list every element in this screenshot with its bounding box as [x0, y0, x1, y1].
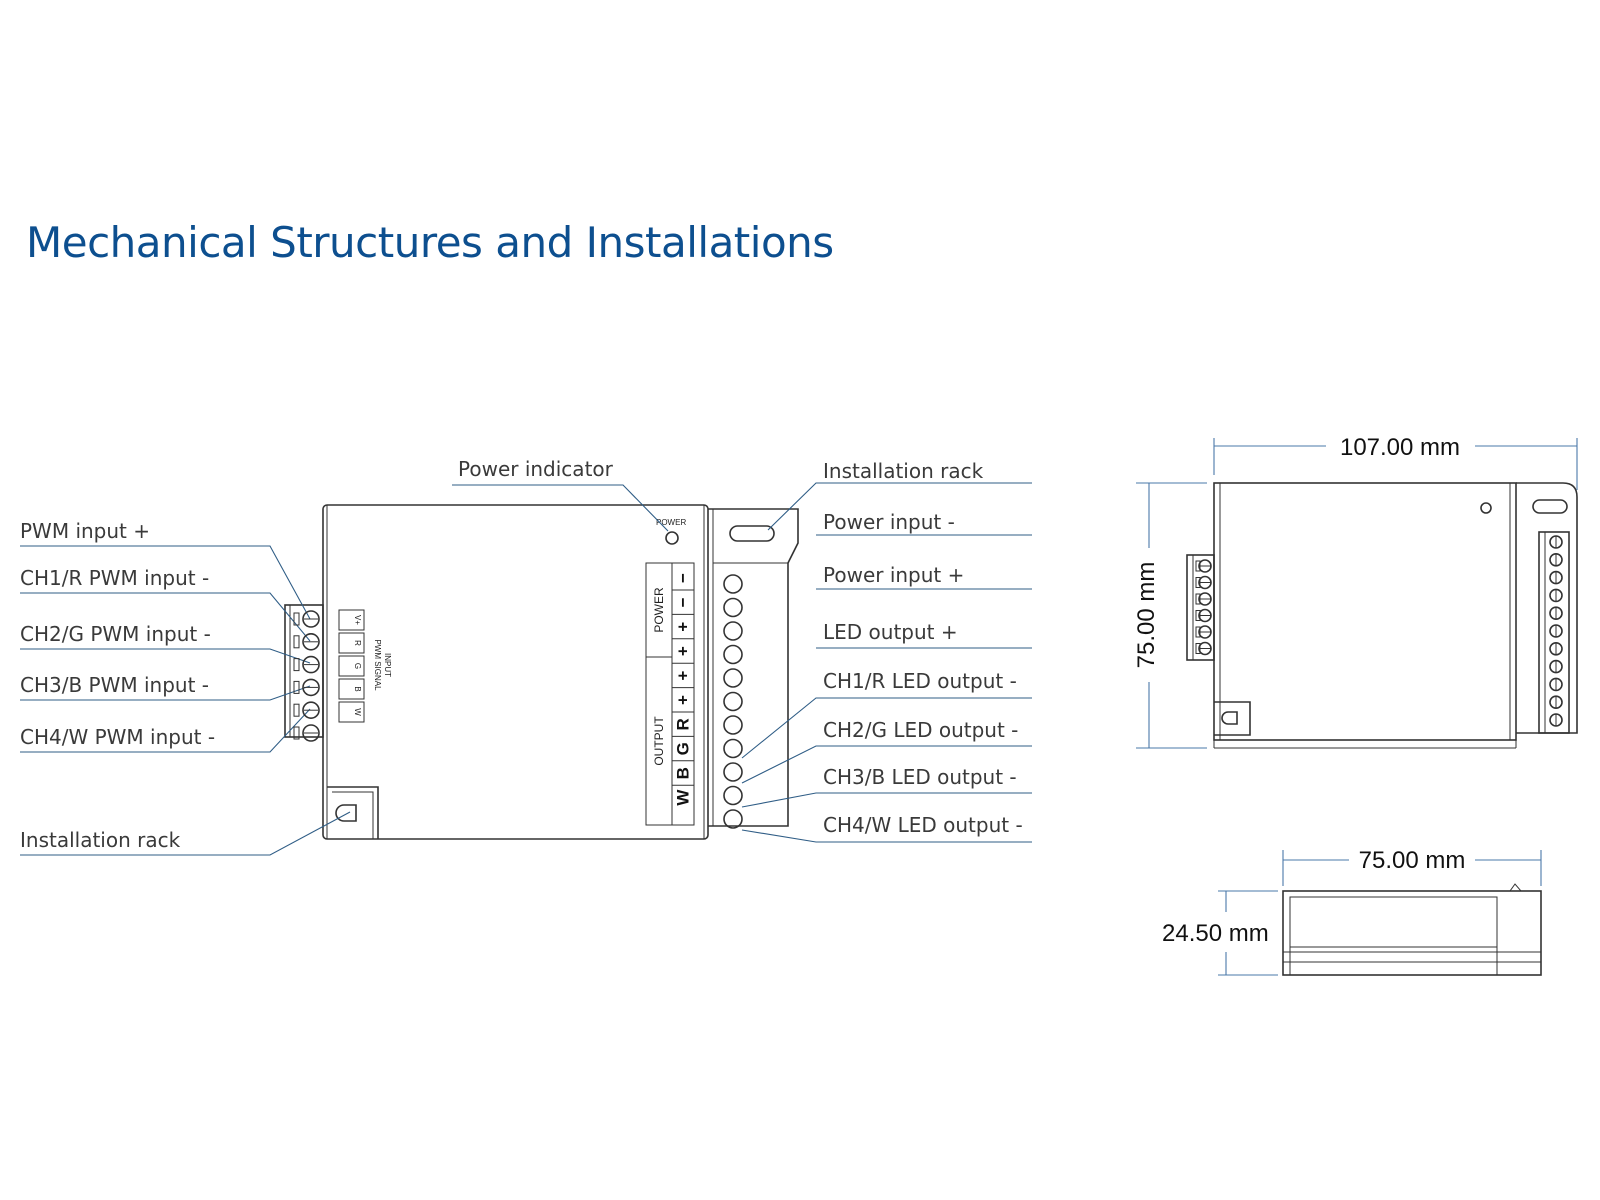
- leader-lines: [20, 482, 1032, 856]
- input-marking: INPUT: [383, 653, 392, 677]
- dimension-depth: 75.00 mm: [1359, 847, 1466, 874]
- input-pin-b: B: [353, 686, 362, 691]
- output-pin-marking: W: [674, 789, 693, 806]
- page-title: Mechanical Structures and Installations: [26, 218, 834, 267]
- output-terminal-screw-icon: [723, 691, 743, 712]
- input-pin-labels: V+ R G B W INPUT PWM SIGNAL: [338, 609, 392, 723]
- output-terminal-screw-icon: [723, 762, 743, 782]
- terminal-screw-icon: [302, 632, 320, 651]
- output-terminal-block: [708, 508, 799, 827]
- label-installation-rack-bottom: Installation rack: [20, 828, 181, 852]
- output-terminal-screw-icon: [723, 597, 743, 618]
- output-pin-marking: B: [674, 767, 693, 779]
- input-terminal-slot: [293, 703, 300, 717]
- label-ch1-led-output-minus: CH1/R LED output -: [823, 669, 1017, 693]
- label-power-input-plus: Power input +: [823, 563, 964, 587]
- terminal-screw-icon: [302, 701, 320, 720]
- output-terminal-screw-icon: [723, 785, 743, 806]
- output-pin-marking: G: [674, 742, 693, 755]
- label-ch4-led-output-minus: CH4/W LED output -: [823, 813, 1023, 837]
- output-pin-marking: −: [674, 573, 693, 583]
- power-led-icon: [665, 531, 679, 545]
- label-installation-rack-top: Installation rack: [823, 459, 984, 483]
- dimension-lines: [1136, 438, 1578, 976]
- terminal-screw-icon: [302, 610, 320, 628]
- output-terminal-screw-icon: [723, 738, 743, 759]
- output-terminal-screw-icon: [723, 809, 743, 829]
- label-ch2-pwm-input-minus: CH2/G PWM input -: [20, 622, 211, 646]
- output-pin-marking: R: [674, 718, 693, 730]
- profile-view-device: [1282, 883, 1542, 976]
- output-terminal-screw-icon: [723, 668, 743, 688]
- output-terminal-screw-icon: [723, 574, 743, 594]
- label-ch3-pwm-input-minus: CH3/B PWM input -: [20, 673, 209, 697]
- dimension-thickness: 24.50 mm: [1162, 920, 1269, 947]
- pwm-signal-marking: PWM SIGNAL: [373, 639, 382, 691]
- label-led-output-plus: LED output +: [823, 620, 958, 644]
- installation-rack-slot-top: [729, 525, 775, 542]
- input-pin-w: W: [353, 708, 362, 716]
- output-pin-marking: +: [674, 695, 693, 705]
- output-pin-marking: −: [674, 597, 693, 607]
- side-view-device: [1186, 482, 1578, 749]
- label-power-indicator: Power indicator: [458, 457, 614, 481]
- output-terminal-screw-icon: [723, 621, 743, 641]
- input-pin-r: R: [353, 640, 362, 646]
- output-pin-marking: +: [674, 671, 693, 681]
- input-terminal-slot: [293, 680, 300, 694]
- label-ch1-pwm-input-minus: CH1/R PWM input -: [20, 566, 209, 590]
- power-section-marking: POWER: [652, 587, 666, 633]
- label-power-input-minus: Power input -: [823, 510, 955, 534]
- input-terminal-slot: [293, 726, 300, 740]
- main-device: POWER V+ R G B W INPUT PWM SIGNAL POWER: [284, 504, 799, 840]
- label-pwm-input-plus: PWM input +: [20, 519, 150, 543]
- input-pin-v-plus: V+: [353, 615, 362, 625]
- terminal-screw-icon: [302, 724, 320, 742]
- input-terminal-slot: [293, 658, 300, 672]
- label-ch3-led-output-minus: CH3/B LED output -: [823, 765, 1017, 789]
- dimension-height: 75.00 mm: [1133, 562, 1160, 669]
- label-ch4-pwm-input-minus: CH4/W PWM input -: [20, 725, 215, 749]
- output-terminal-screw-icon: [723, 644, 743, 665]
- input-terminal-slot: [293, 612, 300, 626]
- output-terminal-screw-icon: [723, 715, 743, 735]
- output-section-marking: OUTPUT: [652, 716, 666, 766]
- terminal-screw-icon: [302, 678, 320, 697]
- installation-rack-tab-bottom: [327, 786, 379, 839]
- label-ch2-led-output-minus: CH2/G LED output -: [823, 718, 1018, 742]
- output-pin-labels: POWER OUTPUT: [645, 562, 695, 826]
- input-terminal-slot: [293, 635, 300, 649]
- output-pin-marking: +: [674, 646, 693, 656]
- output-pin-marking: +: [674, 622, 693, 632]
- input-pin-g: G: [353, 663, 362, 669]
- terminal-screw-icon: [302, 655, 320, 674]
- dimension-width: 107.00 mm: [1340, 434, 1460, 461]
- power-led-marking: POWER: [656, 518, 686, 527]
